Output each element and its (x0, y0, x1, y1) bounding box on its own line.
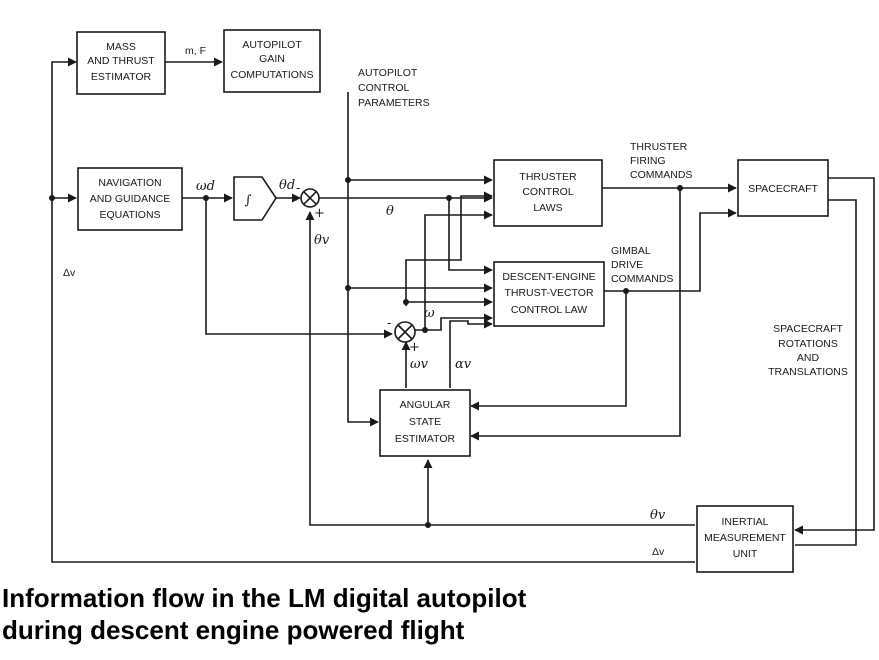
svg-text:COMMANDS: COMMANDS (611, 273, 673, 285)
label-omega-v: ωv (410, 357, 429, 372)
junction-dot (345, 177, 351, 183)
label-theta-d: θd (279, 178, 295, 193)
label-theta-v-bottom: θv (650, 508, 666, 523)
block-spacecraft: SPACECRAFT (737, 159, 829, 217)
wire-thruster-commands-feedback (470, 188, 681, 441)
label-delta-v-left: Δv (63, 267, 76, 279)
block-label-line: MASS (106, 41, 136, 53)
svg-text:TRANSLATIONS: TRANSLATIONS (768, 366, 848, 378)
svg-text:CONTROL: CONTROL (358, 82, 409, 94)
label-thruster-firing-commands: THRUSTER FIRING COMMANDS (630, 141, 692, 181)
junction-dot (345, 285, 351, 291)
block-autopilot-gain-computations: AUTOPILOT GAIN COMPUTATIONS (223, 29, 321, 93)
label-minus-rate: - (387, 316, 391, 331)
block-label-line: LAWS (533, 202, 562, 214)
block-label-line: ESTIMATOR (91, 71, 152, 83)
svg-text:SPACECRAFT: SPACECRAFT (773, 323, 843, 335)
label-omega-d: ωd (196, 179, 215, 194)
junction-dot (422, 327, 428, 333)
svg-text:COMMANDS: COMMANDS (630, 169, 692, 181)
block-label-line: THRUST-VECTOR (504, 287, 593, 299)
junction-dot (623, 288, 629, 294)
svg-text:PARAMETERS: PARAMETERS (358, 97, 430, 109)
block-label-line: GAIN (259, 53, 285, 65)
wire-omega-d-branch (205, 198, 393, 339)
block-label-line: NAVIGATION (98, 177, 161, 189)
block-angular-state-estimator: ANGULAR STATE ESTIMATOR (379, 389, 471, 457)
block-label-line: ESTIMATOR (395, 433, 456, 445)
wire-delta-v-feedback (51, 57, 695, 563)
integrator-symbol: ∫ (245, 193, 252, 208)
wire-control-parameters-bus (347, 92, 379, 427)
wire-theta-error-branch (448, 198, 493, 275)
svg-text:AND: AND (797, 352, 820, 364)
label-omega-error: ω (424, 306, 435, 321)
block-label-line: THRUSTER (519, 171, 577, 183)
junction-dot (677, 185, 683, 191)
block-navigation-guidance: NAVIGATION AND GUIDANCE EQUATIONS (77, 167, 183, 231)
block-label-line: ANGULAR (400, 399, 451, 411)
block-mass-thrust-estimator: MASS AND THRUST ESTIMATOR (76, 31, 166, 95)
label-theta-v-sum: θv (314, 233, 330, 248)
block-thruster-control-laws: THRUSTER CONTROL LAWS (493, 159, 603, 227)
label-m-f: m, F (185, 45, 206, 57)
wire-gimbal-commands (604, 208, 737, 292)
caption-line: Information flow in the LM digital autop… (2, 583, 527, 613)
label-plus-attitude: + (314, 206, 325, 221)
junction-dot (49, 195, 55, 201)
caption-line: during descent engine powered flight (2, 615, 465, 645)
block-descent-engine-control-law: DESCENT-ENGINE THRUST-VECTOR CONTROL LAW (493, 261, 605, 327)
label-theta-error: θ (386, 204, 394, 219)
block-label-line: AUTOPILOT (242, 39, 302, 51)
junction-dot (203, 195, 209, 201)
wire-alpha-v (449, 319, 493, 388)
svg-text:FIRING: FIRING (630, 155, 666, 167)
block-label-line: CONTROL (522, 186, 573, 198)
integrator-block: ∫ (233, 176, 277, 221)
label-plus-rate: + (409, 340, 420, 355)
junction-dot (403, 299, 409, 305)
wire-omega-error-branch (424, 210, 493, 330)
block-label-line: UNIT (733, 548, 758, 560)
label-autopilot-control-parameters: AUTOPILOT CONTROL PARAMETERS (358, 67, 430, 109)
lm-autopilot-block-diagram: MASS AND THRUST ESTIMATOR AUTOPILOT GAIN… (49, 29, 875, 573)
block-label-line: STATE (409, 416, 441, 428)
block-inertial-measurement-unit: INERTIAL MEASUREMENT UNIT (696, 505, 794, 573)
wire-spacecraft-motion-inner (795, 199, 857, 546)
label-spacecraft-rotations-translations: SPACECRAFT ROTATIONS AND TRANSLATIONS (768, 323, 848, 378)
summing-junction-attitude (300, 188, 320, 208)
block-label-line: COMPUTATIONS (230, 69, 313, 81)
junction-dot (446, 195, 452, 201)
svg-text:GIMBAL: GIMBAL (611, 245, 651, 257)
label-gimbal-drive-commands: GIMBAL DRIVE COMMANDS (611, 245, 673, 285)
block-label-line: SPACECRAFT (748, 183, 818, 195)
block-label-line: DESCENT-ENGINE (502, 271, 595, 283)
figure-caption: Information flow in the LM digital autop… (2, 582, 526, 646)
block-label-line: AND THRUST (87, 55, 155, 67)
block-label-line: AND GUIDANCE (90, 193, 171, 205)
label-alpha-v: αv (455, 357, 472, 372)
block-label-line: CONTROL LAW (511, 304, 587, 316)
signal-wires (51, 57, 875, 563)
svg-text:ROTATIONS: ROTATIONS (778, 338, 838, 350)
wire-gimbal-commands-feedback (470, 291, 627, 411)
block-label-line: INERTIAL (721, 516, 768, 528)
junction-dots (49, 177, 683, 528)
junction-dot (425, 522, 431, 528)
label-minus-attitude: - (296, 181, 300, 196)
label-delta-v-bottom: Δv (652, 546, 665, 558)
wire-theta-v-feedback (305, 211, 695, 526)
svg-text:AUTOPILOT: AUTOPILOT (358, 67, 418, 79)
svg-text:DRIVE: DRIVE (611, 259, 643, 271)
block-label-line: MEASUREMENT (704, 532, 786, 544)
summing-junction-rate (394, 321, 416, 343)
svg-text:THRUSTER: THRUSTER (630, 141, 688, 153)
block-label-line: EQUATIONS (99, 209, 160, 221)
wire-spacecraft-motion (794, 177, 875, 535)
wire-omega-v-branch (405, 191, 493, 306)
